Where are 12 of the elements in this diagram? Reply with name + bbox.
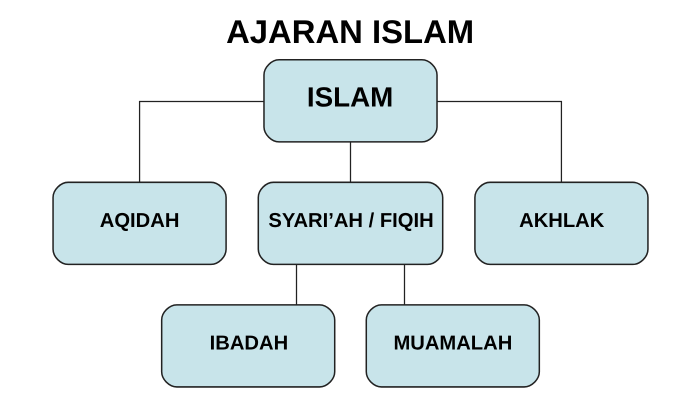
node-box: AKHLAK: [474, 182, 648, 266]
connector: [349, 142, 351, 182]
node-box: IBADAH: [160, 304, 335, 388]
connector: [403, 264, 405, 305]
connector: [437, 100, 562, 182]
node-box: ISLAM: [262, 59, 438, 143]
node-box: MUAMALAH: [365, 304, 540, 388]
connector: [295, 264, 297, 305]
node-box: SYARI’AH / FIQIH: [257, 182, 443, 266]
connector: [138, 100, 263, 182]
node-box: AQIDAH: [52, 182, 226, 266]
diagram-title: AJARAN ISLAM: [226, 13, 474, 50]
